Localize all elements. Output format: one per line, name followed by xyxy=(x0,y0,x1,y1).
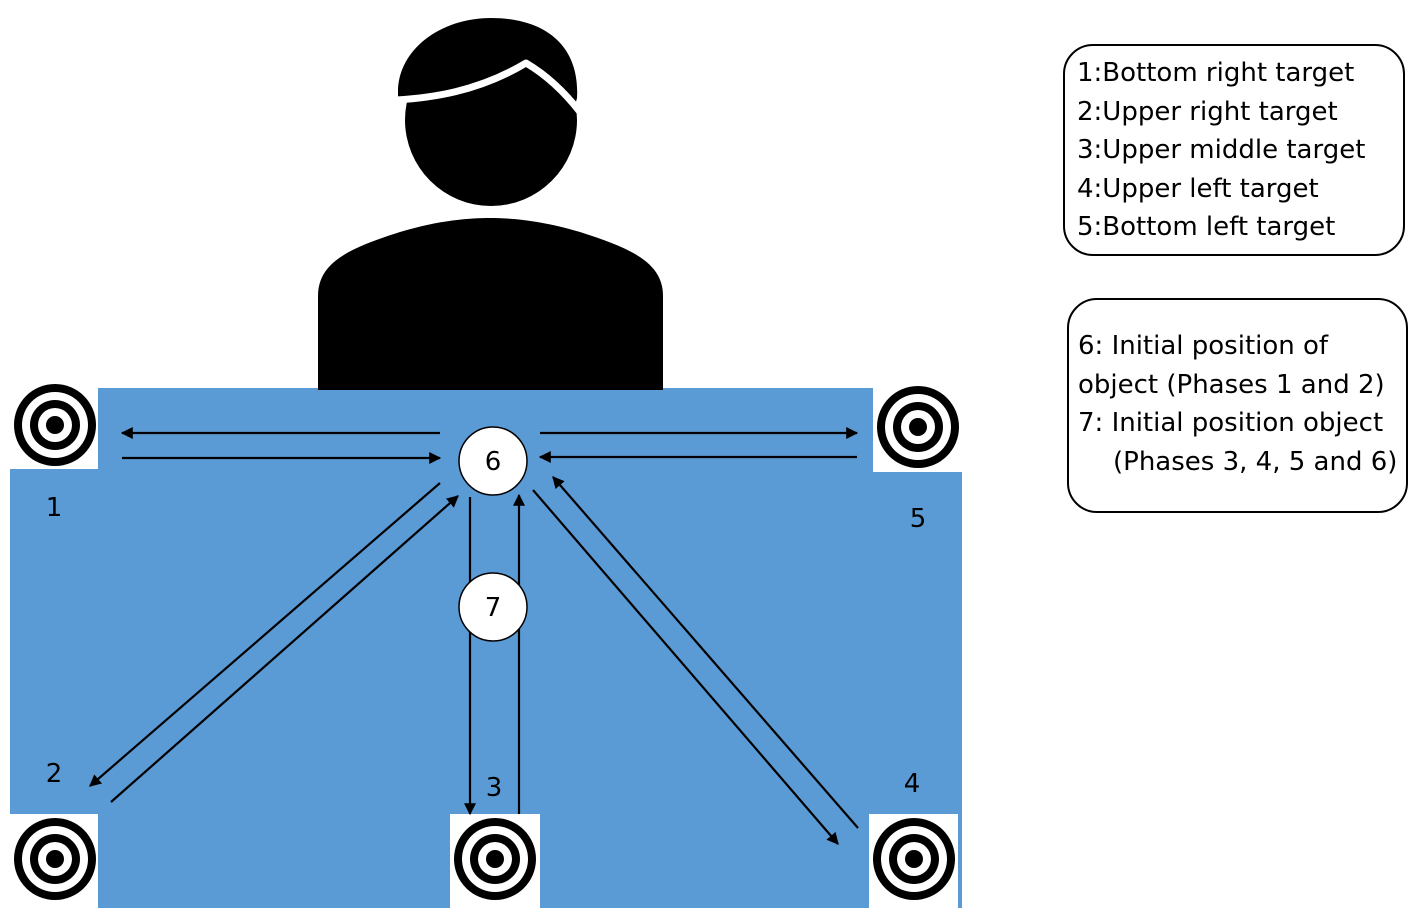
legend-line: 3:Upper middle target xyxy=(1077,135,1366,165)
target-4-label: 4 xyxy=(904,769,921,799)
legend-line: 4:Upper left target xyxy=(1077,173,1319,204)
target-icon xyxy=(873,386,962,472)
target-3-label: 3 xyxy=(486,773,503,803)
legend-line: 1:Bottom right target xyxy=(1077,58,1355,88)
position-7-marker: 7 xyxy=(458,572,528,642)
legend-line: 2:Upper right target xyxy=(1077,96,1338,127)
table-surface xyxy=(10,388,962,908)
marker-6-label: 6 xyxy=(485,447,502,477)
marker-7-label: 7 xyxy=(485,593,502,623)
legend-line: object (Phases 1 and 2) xyxy=(1078,369,1385,400)
positions-legend: 6: Initial position of object (Phases 1 … xyxy=(1067,298,1408,513)
target-icon xyxy=(869,814,958,908)
arrow-icon xyxy=(89,427,859,845)
position-6-marker: 6 xyxy=(458,426,528,496)
target-2-label: 2 xyxy=(46,759,63,789)
legend-line: (Phases 3, 4, 5 and 6) xyxy=(1113,446,1398,477)
legend-line: 7: Initial position object xyxy=(1078,408,1384,438)
legend-line: 6: Initial position of xyxy=(1078,331,1329,361)
target-1-label: 1 xyxy=(46,493,63,523)
targets-legend: 1:Bottom right target 2:Upper right targ… xyxy=(1063,44,1405,256)
target-icon xyxy=(10,384,98,469)
person-icon xyxy=(318,18,663,390)
target-icon xyxy=(450,814,540,908)
legend-line: 5:Bottom left target xyxy=(1077,212,1336,242)
target-5-label: 5 xyxy=(910,504,927,534)
target-icon xyxy=(10,814,98,908)
